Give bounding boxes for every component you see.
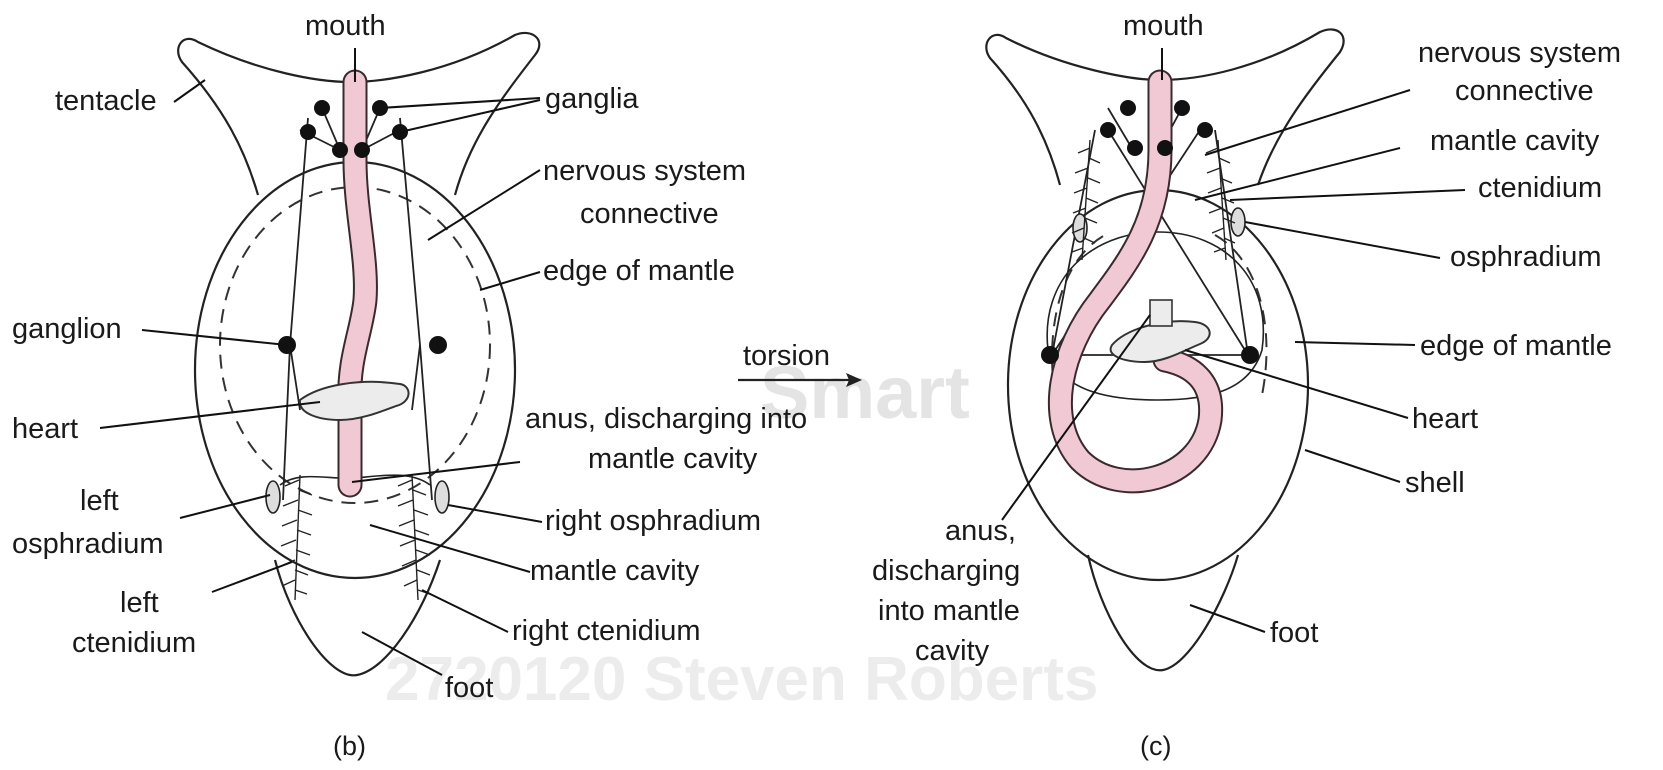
left-label-left-osphradium-1: left xyxy=(80,485,119,517)
leader-right-foot xyxy=(1190,605,1265,632)
leader-left-nervous-system xyxy=(428,170,540,240)
leader-left-edge-of-mantle xyxy=(480,272,540,290)
leader-left-osphradium xyxy=(180,495,270,518)
left-panel-caption: (b) xyxy=(333,731,366,761)
right-label-foot: foot xyxy=(1270,617,1318,649)
left-label-ganglion: ganglion xyxy=(12,313,122,345)
right-ganglion-pleural-r xyxy=(1197,122,1213,138)
right-label-mouth: mouth xyxy=(1123,10,1204,42)
right-label-osphradium: osphradium xyxy=(1450,241,1602,273)
left-ganglion-pedal-r xyxy=(354,142,370,158)
right-heart-aorta xyxy=(1150,300,1172,326)
left-nerve-cord-left xyxy=(283,118,308,500)
right-osphradium-shape xyxy=(435,481,449,513)
left-label-left-ctenidium-1: left xyxy=(120,587,159,619)
right-ganglion-pedal-l xyxy=(1127,140,1143,156)
right-label-heart: heart xyxy=(1412,403,1478,435)
right-ganglion-pedal-r xyxy=(1157,140,1173,156)
left-label-anus-1: anus, discharging into xyxy=(525,403,807,435)
leader-right-ctenidium xyxy=(422,590,508,632)
untwisted-gastropod-figure xyxy=(100,33,542,675)
leader-left-tentacle xyxy=(174,80,205,102)
leader-right-shell xyxy=(1305,450,1400,482)
right-ganglion-pleural-l xyxy=(1100,122,1116,138)
left-heart xyxy=(300,382,409,420)
leader-right-mantle-cavity xyxy=(1195,148,1400,200)
right-label-anus-2: discharging xyxy=(872,555,1020,587)
right-ganglion-visceral-r xyxy=(1241,346,1259,364)
left-label-right-ctenidium: right ctenidium xyxy=(512,615,701,647)
left-ganglion-pedal-l xyxy=(332,142,348,158)
right-label-nervous-system-2: connective xyxy=(1455,75,1594,107)
right-label-anus-4: cavity xyxy=(915,635,990,667)
right-label-mantle-cavity: mantle cavity xyxy=(1430,125,1600,157)
right-panel-caption: (c) xyxy=(1140,731,1171,761)
left-label-foot: foot xyxy=(445,672,493,704)
left-label-mouth: mouth xyxy=(305,10,386,42)
twisted-gastropod-figure xyxy=(986,29,1465,670)
left-label-edge-of-mantle: edge of mantle xyxy=(543,255,735,287)
left-label-nervous-system-2: connective xyxy=(580,198,719,230)
left-ctenidium-shape xyxy=(281,475,312,600)
leader-right-ctenidium xyxy=(1230,190,1465,200)
left-label-ganglia: ganglia xyxy=(545,83,639,115)
leader-right-nervous-system xyxy=(1205,90,1410,155)
left-label-nervous-system-1: nervous system xyxy=(543,155,746,187)
right-label-edge-of-mantle: edge of mantle xyxy=(1420,330,1612,362)
leader-right-edge-of-mantle xyxy=(1295,342,1415,345)
leader-right-osphradium xyxy=(1245,222,1440,258)
left-osphradium-shape xyxy=(266,481,280,513)
right-ganglion-cerebral-r xyxy=(1174,100,1190,116)
right-ganglion-cerebral-l xyxy=(1120,100,1136,116)
left-label-anus-2: mantle cavity xyxy=(588,443,758,475)
left-label-right-osphradium: right osphradium xyxy=(545,505,761,537)
torsion-label: torsion xyxy=(743,340,830,372)
right-label-ctenidium: ctenidium xyxy=(1478,172,1602,204)
leader-left-mantle-cavity xyxy=(370,525,530,572)
left-label-tentacle: tentacle xyxy=(55,85,157,117)
leader-left-ganglion xyxy=(142,330,287,345)
right-label-shell: shell xyxy=(1405,467,1465,499)
leader-right-osphradium xyxy=(448,505,542,522)
left-ganglion-cerebral-l xyxy=(314,100,330,116)
left-label-mantle-cavity: mantle cavity xyxy=(530,555,700,587)
right-label-anus-1: anus, xyxy=(945,515,1016,547)
left-nerve-cord-right xyxy=(400,118,432,500)
left-label-left-osphradium-2: osphradium xyxy=(12,528,164,560)
left-label-heart: heart xyxy=(12,413,78,445)
right-ganglion-visceral-l xyxy=(1041,346,1059,364)
left-label-left-ctenidium-2: ctenidium xyxy=(72,627,196,659)
right-label-nervous-system-1: nervous system xyxy=(1418,37,1621,69)
left-ganglion-visceral-r xyxy=(429,336,447,354)
right-foot-outline xyxy=(1088,555,1238,670)
left-ganglion-pleural-l xyxy=(300,124,316,140)
right-label-anus-3: into mantle xyxy=(878,595,1020,627)
